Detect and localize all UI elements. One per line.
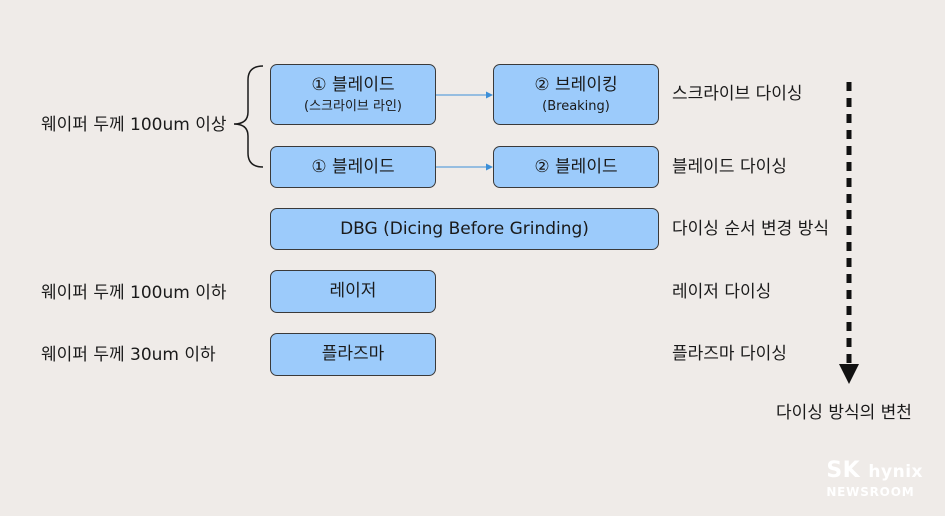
arrow-row2 — [436, 163, 493, 171]
box-title: DBG (Dicing Before Grinding) — [340, 218, 589, 239]
sk-hynix-newsroom-logo: SK hynix NEWSROOM — [826, 459, 923, 500]
box-title: ② 브레이킹 — [534, 74, 618, 95]
box-subtitle: (스크라이브 라인) — [304, 98, 402, 114]
arrow-row1 — [436, 91, 493, 99]
box-laser: 레이저 — [270, 270, 436, 313]
logo-brand: SK — [826, 458, 861, 483]
box-title: 플라즈마 — [321, 344, 385, 364]
label-thickness-under-100um: 웨이퍼 두께 100um 이하 — [41, 283, 227, 303]
method-plasma-dicing: 플라즈마 다이싱 — [672, 344, 787, 364]
method-dbg: 다이싱 순서 변경 방식 — [672, 219, 829, 239]
label-thickness-under-30um: 웨이퍼 두께 30um 이하 — [41, 345, 216, 365]
box-plasma: 플라즈마 — [270, 333, 436, 376]
box-title: ② 블레이드 — [534, 156, 618, 177]
box-title: ① 블레이드 — [311, 156, 395, 177]
timeline-arrow — [839, 82, 859, 384]
box-title: 레이저 — [329, 281, 377, 301]
box-blade-scribe-line: ① 블레이드 (스크라이브 라인) — [270, 64, 436, 125]
method-scribe-dicing: 스크라이브 다이싱 — [672, 84, 803, 104]
box-blade-step2: ② 블레이드 — [493, 146, 659, 188]
label-thickness-over-100um: 웨이퍼 두께 100um 이상 — [41, 115, 227, 135]
box-title: ① 블레이드 — [311, 74, 395, 95]
box-breaking: ② 브레이킹 (Breaking) — [493, 64, 659, 125]
box-blade-step1: ① 블레이드 — [270, 146, 436, 188]
box-dbg: DBG (Dicing Before Grinding) — [270, 208, 659, 250]
box-subtitle: (Breaking) — [542, 98, 610, 114]
logo-sub: NEWSROOM — [826, 485, 915, 499]
timeline-caption: 다이싱 방식의 변천 — [776, 403, 912, 423]
logo-product: hynix — [868, 462, 923, 482]
brace — [233, 65, 264, 168]
method-blade-dicing: 블레이드 다이싱 — [672, 157, 787, 177]
method-laser-dicing: 레이저 다이싱 — [672, 282, 772, 302]
